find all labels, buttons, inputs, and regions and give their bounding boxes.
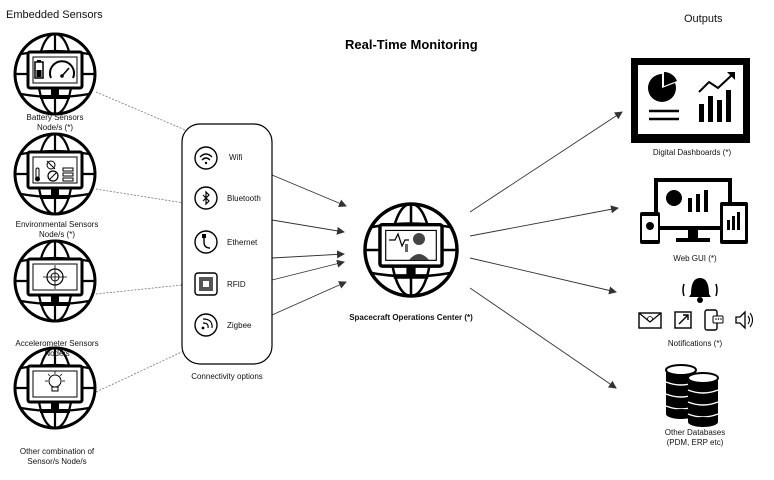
share-icon bbox=[674, 311, 692, 329]
output-label-webgui: Web GUI (*) bbox=[645, 254, 745, 264]
connectivity-caption: Connectivity options bbox=[191, 372, 263, 381]
arrow-ethernet bbox=[271, 250, 345, 259]
sensor-links bbox=[95, 91, 191, 393]
bell-icon bbox=[682, 278, 718, 303]
connectivity-box bbox=[181, 123, 273, 365]
sensor-label-line2: Sensor/s Node/s bbox=[27, 457, 87, 466]
crosshair-icon bbox=[43, 265, 67, 289]
output-label-line1: Digital Dashboards (*) bbox=[652, 148, 732, 157]
connectivity-label-wifi: Wifi bbox=[229, 153, 243, 162]
battery-icon bbox=[34, 60, 44, 79]
arrow-zigbee bbox=[271, 281, 347, 316]
sensor-node-environmental bbox=[13, 132, 97, 216]
bar-chart-icon bbox=[698, 72, 735, 122]
thermometer-icon bbox=[35, 167, 40, 182]
ethernet-icon bbox=[194, 230, 218, 254]
gauge-icon bbox=[49, 60, 75, 79]
stack-icon bbox=[62, 167, 74, 182]
pie-chart-icon bbox=[648, 72, 677, 102]
dashboard-display-icon bbox=[631, 58, 750, 143]
link-battery bbox=[95, 91, 191, 133]
output-label-notifications: Notifications (*) bbox=[645, 339, 745, 349]
output-label-line1: Web GUI (*) bbox=[673, 254, 717, 263]
arrow-notifications bbox=[469, 257, 617, 295]
sensor-label-line2: Node/s bbox=[44, 349, 70, 358]
mobile-message-icon bbox=[704, 309, 724, 331]
web-gui-devices-icon bbox=[636, 172, 750, 254]
operations-center-node bbox=[363, 202, 459, 298]
outputs-header: Outputs bbox=[684, 13, 723, 25]
output-label-databases: Other Databases (PDM, ERP etc) bbox=[645, 428, 745, 448]
arrow-databases bbox=[469, 287, 617, 389]
sensor-label-line2: Node/s (*) bbox=[38, 230, 75, 239]
link-other bbox=[95, 349, 187, 393]
lightbulb-icon bbox=[45, 371, 65, 392]
center-label: Spacecraft Operations Center (*) bbox=[349, 313, 473, 322]
operator-icon bbox=[389, 232, 429, 260]
humidity-icon bbox=[46, 160, 56, 170]
sensor-node-accelerometer bbox=[13, 239, 97, 323]
output-label-line1: Notifications (*) bbox=[667, 339, 723, 348]
sensors-header: Embedded Sensors bbox=[6, 9, 103, 21]
connectivity-label-ethernet: Ethernet bbox=[227, 238, 258, 247]
notification-icons bbox=[638, 278, 754, 331]
wifi-icon bbox=[194, 146, 218, 170]
link-accelerometer bbox=[95, 284, 183, 295]
diagram-title: Real-Time Monitoring bbox=[345, 37, 478, 52]
arrow-webgui bbox=[469, 205, 619, 237]
sensor-label-line2: Node/s (*) bbox=[36, 123, 73, 132]
output-label-dashboards: Digital Dashboards (*) bbox=[640, 148, 744, 158]
connectivity-label-rfid: RFID bbox=[227, 280, 246, 289]
link-environmental bbox=[95, 188, 185, 204]
rfid-icon bbox=[194, 272, 218, 296]
sensor-label-battery: Battery Sensors Node/s (*) bbox=[5, 113, 105, 133]
sensor-label-other: Other combination of Sensor/s Node/s bbox=[5, 447, 109, 467]
arrow-bluetooth bbox=[271, 219, 345, 235]
compass-icon bbox=[47, 170, 59, 182]
connectivity-label-zigbee: Zigbee bbox=[227, 321, 252, 330]
output-arrows bbox=[469, 111, 623, 389]
sensor-label-line1: Battery Sensors bbox=[26, 113, 84, 122]
sensor-label-line1: Environmental Sensors bbox=[15, 220, 99, 229]
bluetooth-icon bbox=[194, 186, 218, 210]
database-icon bbox=[665, 364, 719, 427]
connectivity-arrows bbox=[271, 174, 347, 316]
arrow-dashboards bbox=[469, 111, 623, 213]
arrow-rfid bbox=[271, 259, 345, 281]
speaker-icon bbox=[735, 310, 754, 330]
output-label-line2: (PDM, ERP etc) bbox=[666, 438, 724, 447]
email-icon bbox=[638, 312, 662, 329]
output-label-line1: Other Databases bbox=[664, 428, 726, 437]
arrow-wifi bbox=[271, 174, 347, 207]
sensor-node-battery bbox=[13, 32, 97, 116]
sensor-label-environmental: Environmental Sensors Node/s (*) bbox=[5, 220, 109, 240]
sensor-label-line1: Accelerometer Sensors bbox=[15, 339, 99, 348]
sensor-node-other bbox=[13, 346, 97, 430]
sensor-label-accelerometer: Accelerometer Sensors Node/s bbox=[5, 339, 109, 359]
sensor-label-line1: Other combination of bbox=[19, 447, 95, 456]
zigbee-icon bbox=[194, 313, 218, 337]
connectivity-label-bluetooth: Bluetooth bbox=[227, 194, 261, 203]
